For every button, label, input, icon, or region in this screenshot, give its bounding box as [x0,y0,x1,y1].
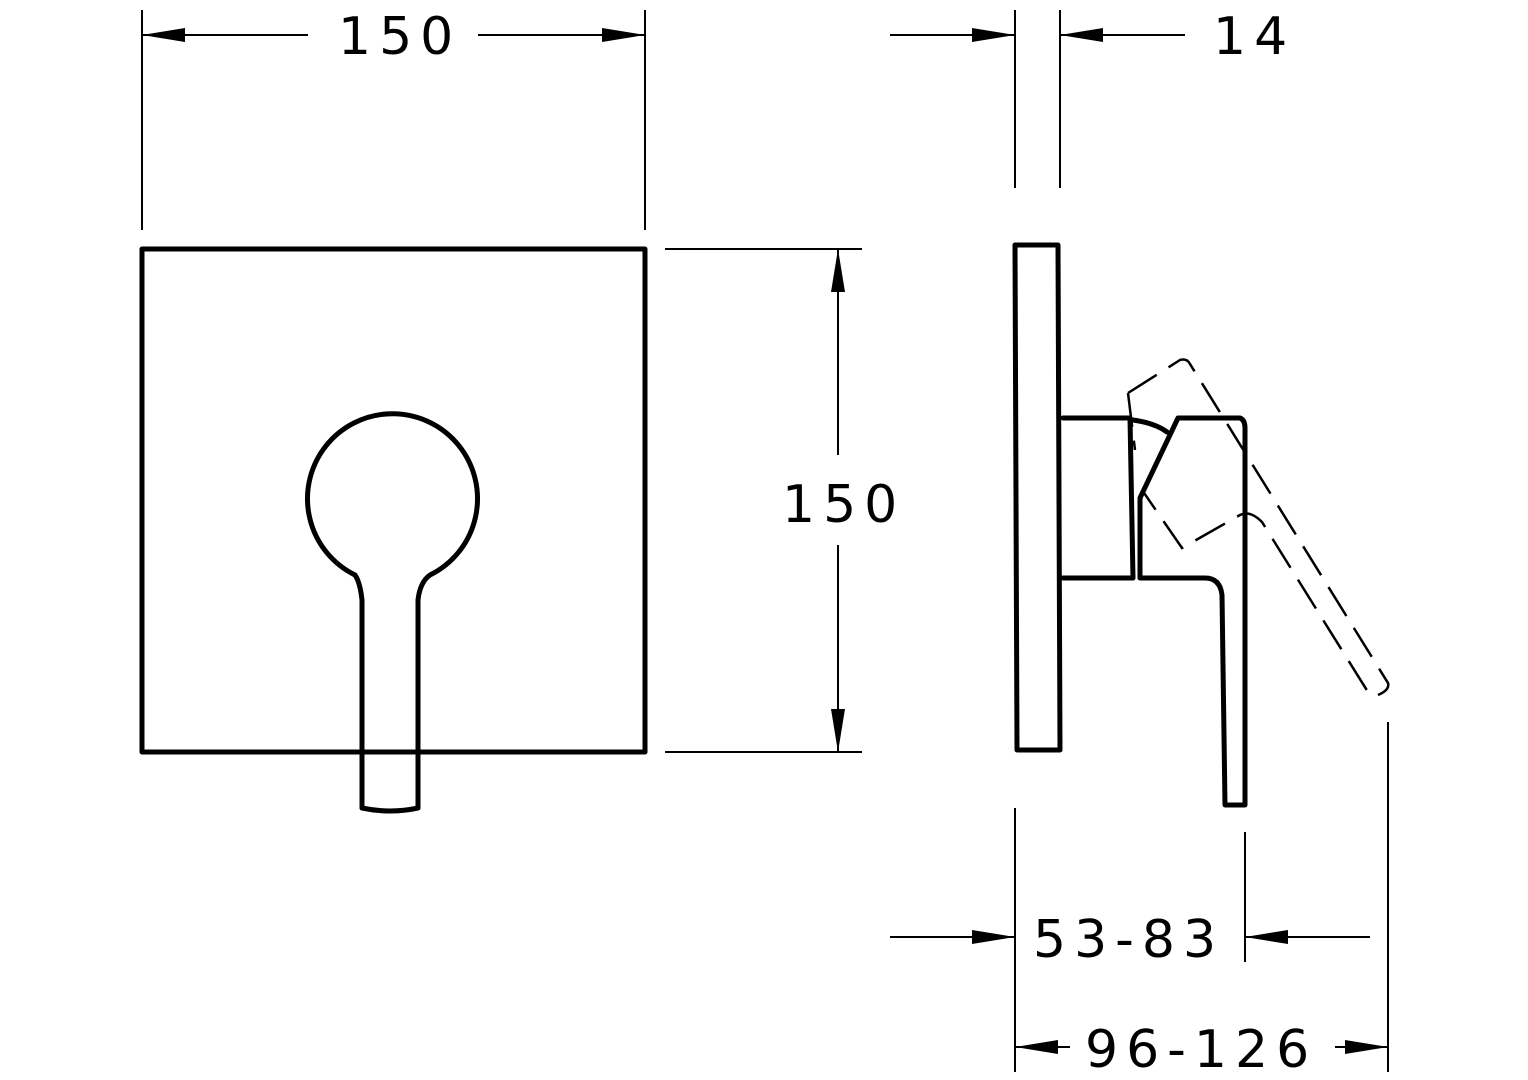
side-view [1012,242,1390,808]
cover-plate-side [1012,242,1063,753]
lever-handle-front [305,411,480,814]
thickness-dimension: 14 [890,7,1295,188]
width-label: 150 [338,7,461,67]
thickness-label: 14 [1213,7,1295,67]
projection-dimension: 53-83 96-126 [890,722,1389,1080]
height-label: 150 [782,475,905,535]
body-arc [1130,417,1170,435]
projection-min-label: 53-83 [1033,910,1224,970]
lever-handle-side [1137,415,1248,808]
cover-plate-front [139,246,648,755]
lever-alternate-position [1126,358,1390,698]
front-view [139,246,648,814]
height-dimension: 150 [665,248,905,753]
projection-total-label: 96-126 [1085,1020,1317,1080]
valve-body [1060,415,1136,581]
width-dimension: 150 [141,7,646,230]
